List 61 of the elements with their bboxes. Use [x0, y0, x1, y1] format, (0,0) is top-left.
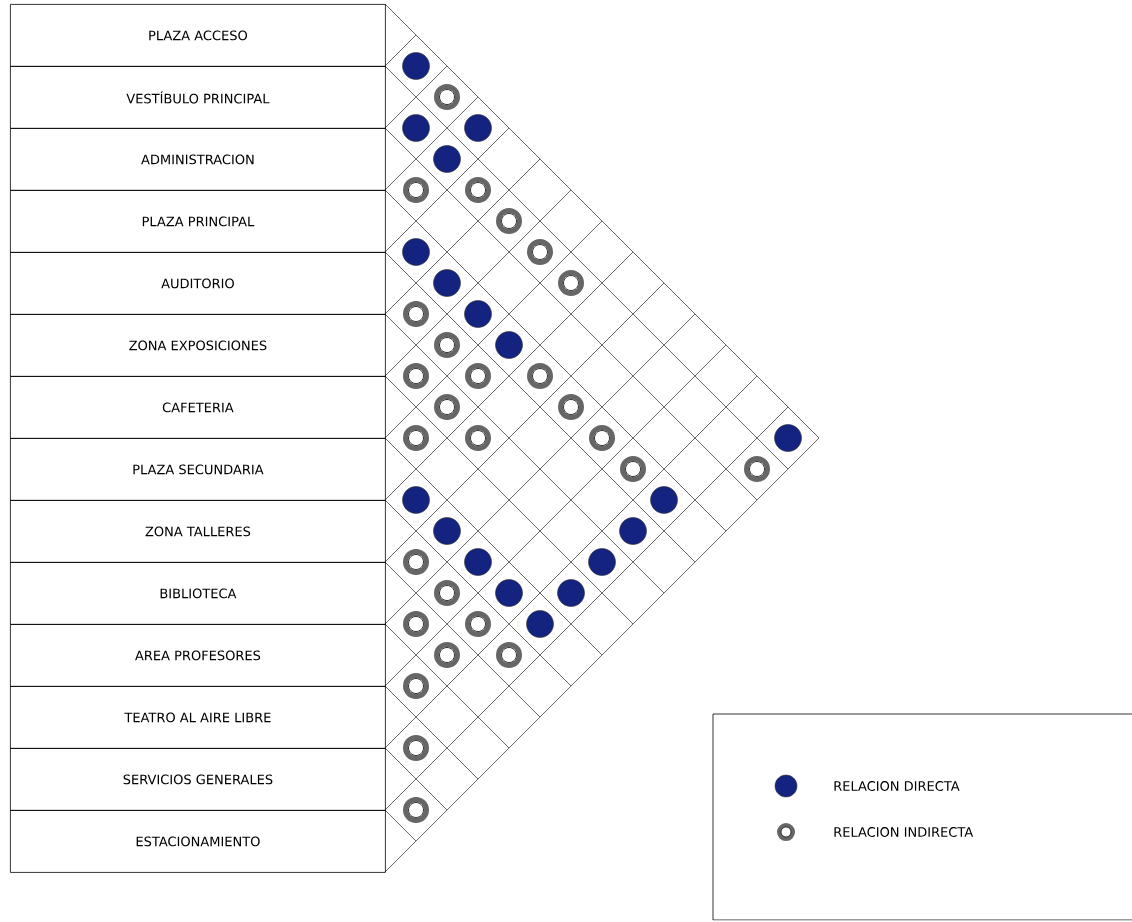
direct-relation-dot [433, 145, 461, 173]
direct-relation-dot [650, 486, 678, 514]
direct-relation-dot [464, 300, 492, 328]
indirect-relation-ring [403, 611, 429, 637]
indirect-relation-ring [620, 456, 646, 482]
row-box: PLAZA PRINCIPAL [10, 190, 386, 253]
direct-relation-dot [402, 52, 430, 80]
row-box: CAFETERIA [10, 376, 386, 439]
indirect-relation-ring [496, 208, 522, 234]
direct-relation-dot [402, 114, 430, 142]
indirect-relation-ring [434, 580, 460, 606]
indirect-relation-ring [558, 394, 584, 420]
indirect-relation-ring [589, 425, 615, 451]
indirect-relation-ring [465, 425, 491, 451]
row-box: ADMINISTRACION [10, 128, 386, 191]
legend-label: RELACION INDIRECTA [834, 827, 974, 837]
direct-relation-dot [433, 269, 461, 297]
indirect-relation-ring [434, 642, 460, 668]
indirect-relation-ring [527, 363, 553, 389]
indirect-relation-ring [403, 549, 429, 575]
indirect-relation-ring [403, 425, 429, 451]
row-box: ZONA TALLERES [10, 500, 386, 563]
row-box: AUDITORIO [10, 252, 386, 315]
direct-relation-dot [433, 517, 461, 545]
indirect-relation-ring [527, 239, 553, 265]
indirect-relation-ring [496, 642, 522, 668]
indirect-relation-ring [465, 611, 491, 637]
indirect-relation-ring [465, 177, 491, 203]
row-box: BIBLIOTECA [10, 562, 386, 625]
row-box: PLAZA ACCESO [10, 4, 386, 67]
direct-relation-dot [526, 610, 554, 638]
indirect-relation-ring [465, 363, 491, 389]
row-box: SERVICIOS GENERALES [10, 748, 386, 811]
row-box: ZONA EXPOSICIONES [10, 314, 386, 377]
direct-relation-dot [588, 548, 616, 576]
direct-relation-dot [464, 548, 492, 576]
direct-relation-dot [557, 579, 585, 607]
indirect-relation-ring [403, 797, 429, 823]
direct-relation-dot [619, 517, 647, 545]
indirect-relation-ring [403, 301, 429, 327]
legend-label: RELACION DIRECTA [834, 781, 960, 791]
row-box: ESTACIONAMIENTO [10, 810, 386, 873]
indirect-relation-ring [403, 735, 429, 761]
direct-relation-dot [495, 579, 523, 607]
indirect-relation-ring [403, 673, 429, 699]
direct-relation-dot [402, 238, 430, 266]
indirect-relation-ring [403, 177, 429, 203]
indirect-relation-ring [434, 332, 460, 358]
indirect-relation-ring [403, 363, 429, 389]
direct-relation-dot [495, 331, 523, 359]
direct-relation-dot [774, 424, 802, 452]
direct-relation-dot [464, 114, 492, 142]
row-box: TEATRO AL AIRE LIBRE [10, 686, 386, 749]
row-box: PLAZA SECUNDARIA [10, 438, 386, 501]
direct-relation-dot [402, 486, 430, 514]
row-box: VESTÍBULO PRINCIPAL [10, 66, 386, 129]
indirect-relation-ring [558, 270, 584, 296]
indirect-relation-ring [434, 394, 460, 420]
indirect-relation-ring [744, 456, 770, 482]
indirect-relation-ring [434, 84, 460, 110]
row-box: AREA PROFESORES [10, 624, 386, 687]
